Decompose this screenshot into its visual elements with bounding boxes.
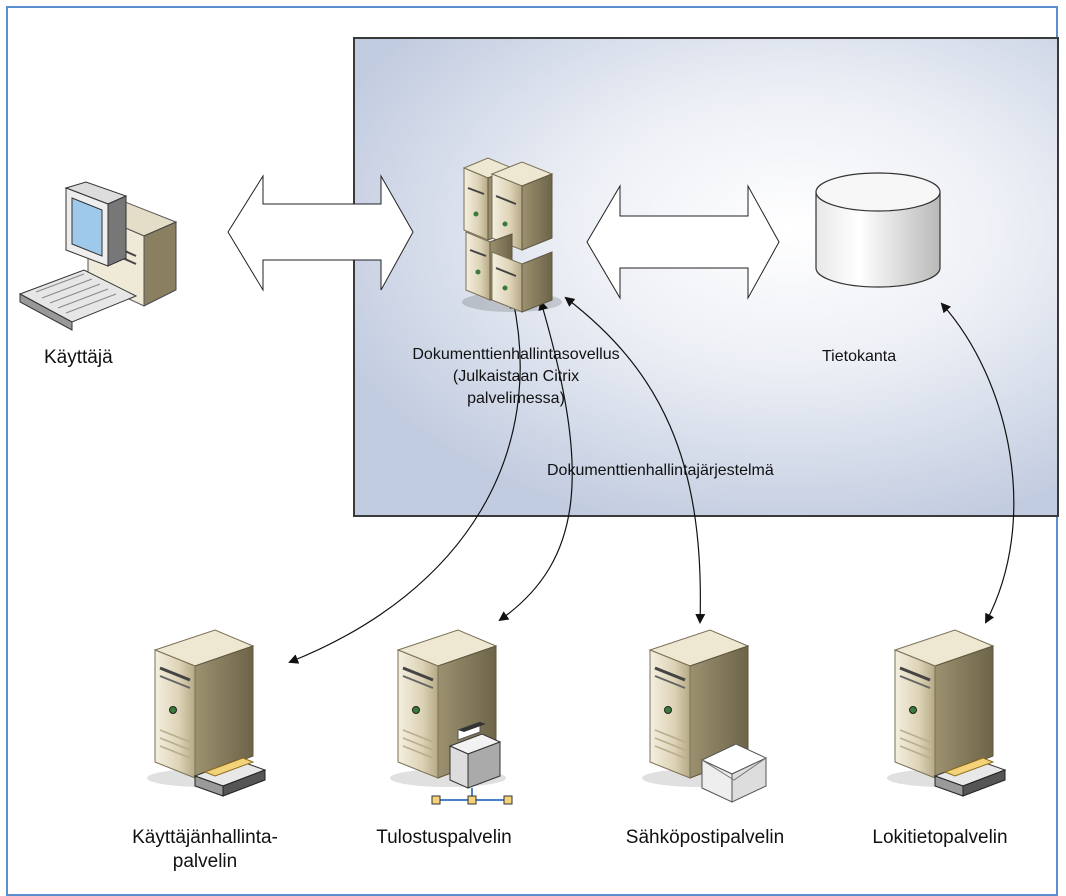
desktop-computer-icon xyxy=(18,181,178,331)
user-mgmt-label-line1: Käyttäjänhallinta- xyxy=(132,827,278,848)
user-mgmt-label-line2: palvelin xyxy=(172,851,238,872)
app-label-line2: (Julkaistaan Citrix xyxy=(452,368,580,385)
connector-email xyxy=(564,296,706,624)
app-label: Dokumenttienhallintasovellus (Julkaistaa… xyxy=(398,344,634,410)
database-label: Tietokanta xyxy=(822,348,897,365)
log-server-icon xyxy=(885,628,1006,797)
app-label-line3: palvelimessa) xyxy=(467,390,565,407)
database-cylinder-icon xyxy=(815,172,941,288)
log-server-label: Lokitietopalvelin xyxy=(872,827,1008,848)
printer-icon xyxy=(431,721,513,805)
print-server-icon xyxy=(388,628,513,805)
server-cluster-icon xyxy=(462,157,562,313)
user-app-arrow xyxy=(227,174,414,292)
system-label: Dokumenttienhallintajärjestelmä xyxy=(547,462,774,479)
user-mgmt-label: Käyttäjänhallinta- palvelin xyxy=(98,826,312,874)
connector-log xyxy=(940,302,1015,624)
email-server-icon xyxy=(640,628,768,803)
email-server-label: Sähköpostipalvelin xyxy=(625,827,785,848)
app-database-arrow xyxy=(586,184,780,300)
user-label: Käyttäjä xyxy=(44,347,113,368)
app-label-line1: Dokumenttienhallintasovellus xyxy=(412,346,620,363)
print-server-label: Tulostuspalvelin xyxy=(376,827,512,848)
user-mgmt-server-icon xyxy=(145,628,266,797)
envelope-icon xyxy=(700,743,768,803)
